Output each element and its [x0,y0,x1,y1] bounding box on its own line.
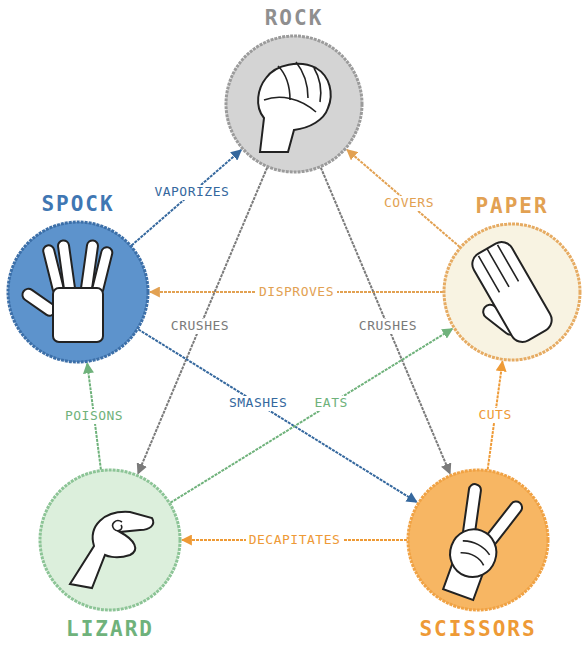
circle-border [40,470,180,610]
lizard-disc [40,470,180,610]
circle-outline [442,222,582,362]
spock-illustration [8,222,148,362]
beats-arrow [347,150,460,247]
verb-label: SMASHES [226,396,290,411]
circle-outline [224,34,364,174]
palm-shape [53,288,103,342]
circle-border [444,224,580,360]
gesture-circle: SCISSORS [406,468,550,612]
palm-shape [443,523,503,584]
rock-illustration [226,36,362,172]
verb-label: CRUSHES [356,319,420,334]
verb-label: CRUSHES [168,319,232,334]
fist-lines [264,62,321,112]
beats-arrow [321,168,450,474]
gesture-circle: LIZARD [38,468,182,612]
beats-arrow [138,329,416,502]
circle-outline [406,468,550,612]
curled-finger-lines [457,539,491,566]
circle-border [226,36,362,172]
gesture-name: LIZARD [66,619,154,640]
verb-label: VAPORIZES [151,185,232,200]
gesture-circle: SPOCK [6,220,150,364]
beats-arrow [138,168,267,474]
verb-label: POISONS [62,409,126,424]
circle-outline [38,468,182,612]
circle-border [408,470,548,610]
verb-label: COVERS [381,196,437,211]
gesture-name: SCISSORS [419,619,536,640]
scissors-illustration [408,470,548,610]
puppet-eye [113,521,122,531]
paper-disc [444,224,580,360]
gesture-name: SPOCK [41,194,114,215]
beats-arrow [132,150,242,245]
finger-lines [477,243,518,292]
palm-shape [468,238,556,347]
beats-arrow [170,329,452,503]
lizard-illustration [40,470,180,610]
finger-shape [57,240,75,295]
puppet-hand [70,512,153,588]
rock-disc [226,36,362,172]
circle-outline [6,220,150,364]
fist-shape [258,64,331,152]
verb-label: DISPROVES [256,285,337,300]
paper-illustration [444,224,580,360]
gesture-name: ROCK [265,8,324,29]
flat-hand [454,238,556,355]
scissors-disc [408,470,548,610]
v-hand [433,481,527,606]
spock-disc [8,222,148,362]
verb-label: DECAPITATES [246,533,344,548]
gesture-circle: ROCK [224,34,364,174]
gesture-circle: PAPER [442,222,582,362]
verb-label: EATS [312,396,351,411]
verb-label: CUTS [475,408,514,423]
gesture-name: PAPER [475,196,548,217]
circle-border [8,222,148,362]
